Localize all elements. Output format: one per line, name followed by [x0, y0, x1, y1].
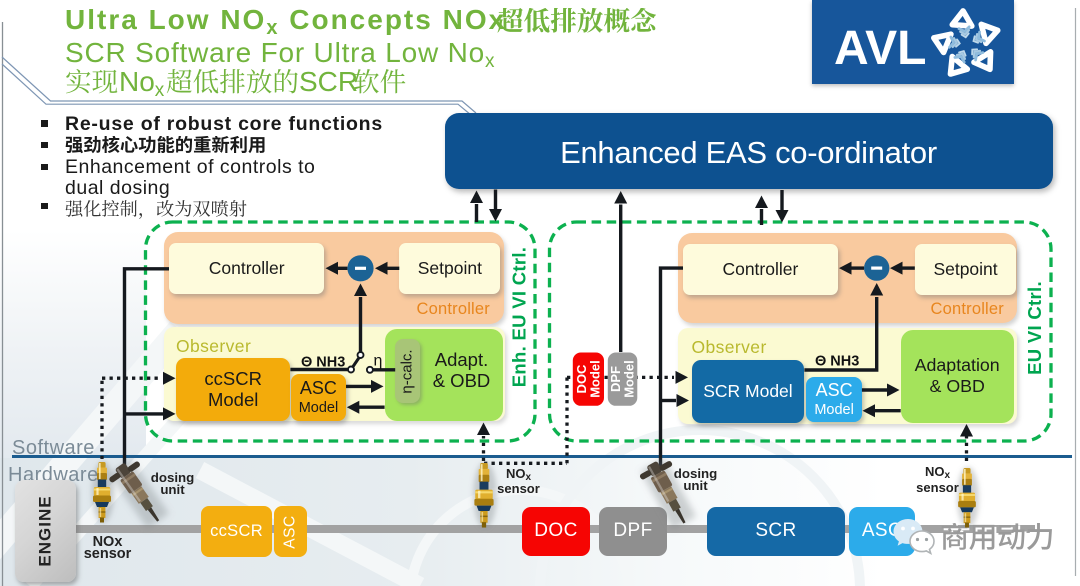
- svg-text:Θ NH3: Θ NH3: [815, 354, 859, 370]
- svg-text:Model: Model: [622, 360, 637, 398]
- svg-text:DOC: DOC: [574, 364, 589, 394]
- svg-text:η: η: [374, 353, 383, 370]
- svg-text:Model: Model: [588, 360, 603, 398]
- svg-text:Θ NH3: Θ NH3: [301, 355, 345, 371]
- svg-text:DPF: DPF: [608, 366, 623, 392]
- svg-text:Enh. EU VI Ctrl.: Enh. EU VI Ctrl.: [509, 247, 530, 387]
- svg-text:EU VI Ctrl.: EU VI Ctrl.: [1024, 281, 1045, 375]
